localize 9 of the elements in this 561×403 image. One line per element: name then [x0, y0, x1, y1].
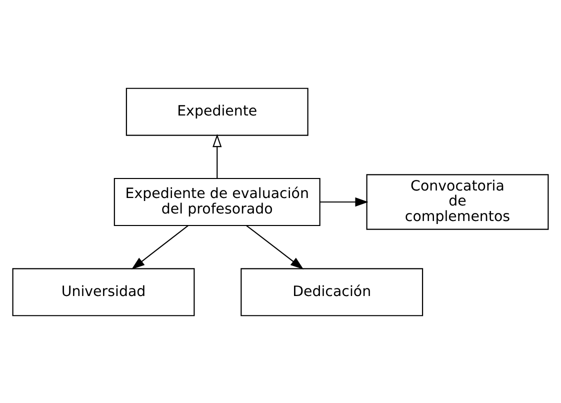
node-box: Universidad: [12, 268, 195, 316]
node-box: Expediente de evaluación del profesorado: [114, 177, 320, 226]
node-box: Convocatoria de complementos: [366, 174, 549, 230]
arrow: [246, 224, 304, 269]
arrow: [132, 224, 188, 269]
node-box: Dedicación: [240, 268, 424, 316]
arrow: [212, 133, 222, 178]
arrow: [320, 196, 368, 206]
node-box: Expediente: [126, 87, 308, 136]
